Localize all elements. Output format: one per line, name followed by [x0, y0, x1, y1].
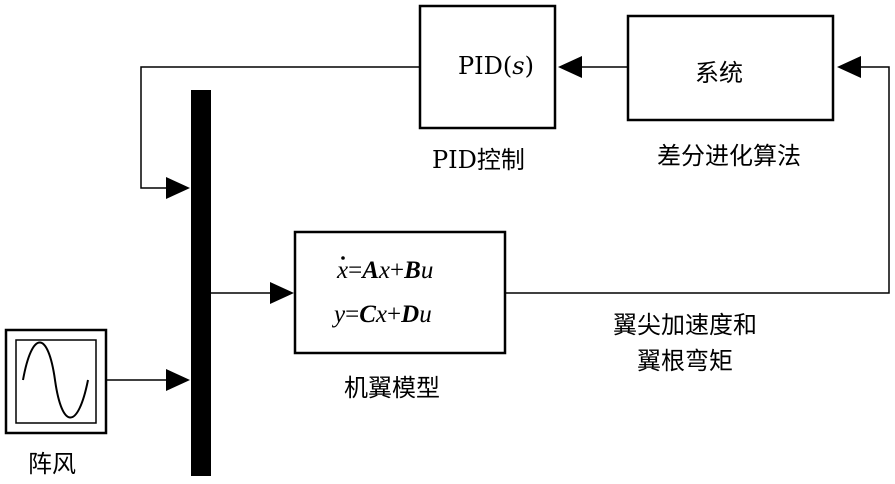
gust-inner-frame: [15, 339, 97, 424]
gust-caption: 阵风: [28, 450, 76, 478]
output-signal-label-line2: 翼根弯矩: [637, 347, 733, 375]
wing-model-block: [293, 230, 507, 355]
line-model-to-system: [505, 66, 890, 294]
xdot-dot: [341, 256, 345, 260]
arrow-into-mux-bottom: [166, 369, 190, 391]
pid-block-label: PID(s): [458, 52, 534, 80]
gust-block: [4, 328, 108, 435]
wing-model-caption: 机翼模型: [344, 374, 440, 402]
pid-caption: PID控制: [432, 146, 525, 174]
system-caption: 差分进化算法: [657, 142, 801, 170]
arrow-into-pid: [558, 56, 582, 78]
mux-bar: [191, 90, 211, 476]
system-block-label: 系统: [695, 59, 743, 87]
line-pid-to-mux: [140, 66, 420, 189]
output-signal-label-line1: 翼尖加速度和: [613, 311, 757, 339]
output-equation: y=Cx+Du: [334, 301, 432, 328]
arrow-into-system: [837, 56, 861, 78]
system-block: [626, 14, 835, 122]
arrow-into-model: [270, 282, 294, 304]
arrow-into-mux-top: [166, 177, 190, 199]
sine-wave-icon: [22, 341, 89, 419]
state-equation: x=Ax+Bu: [337, 257, 434, 284]
